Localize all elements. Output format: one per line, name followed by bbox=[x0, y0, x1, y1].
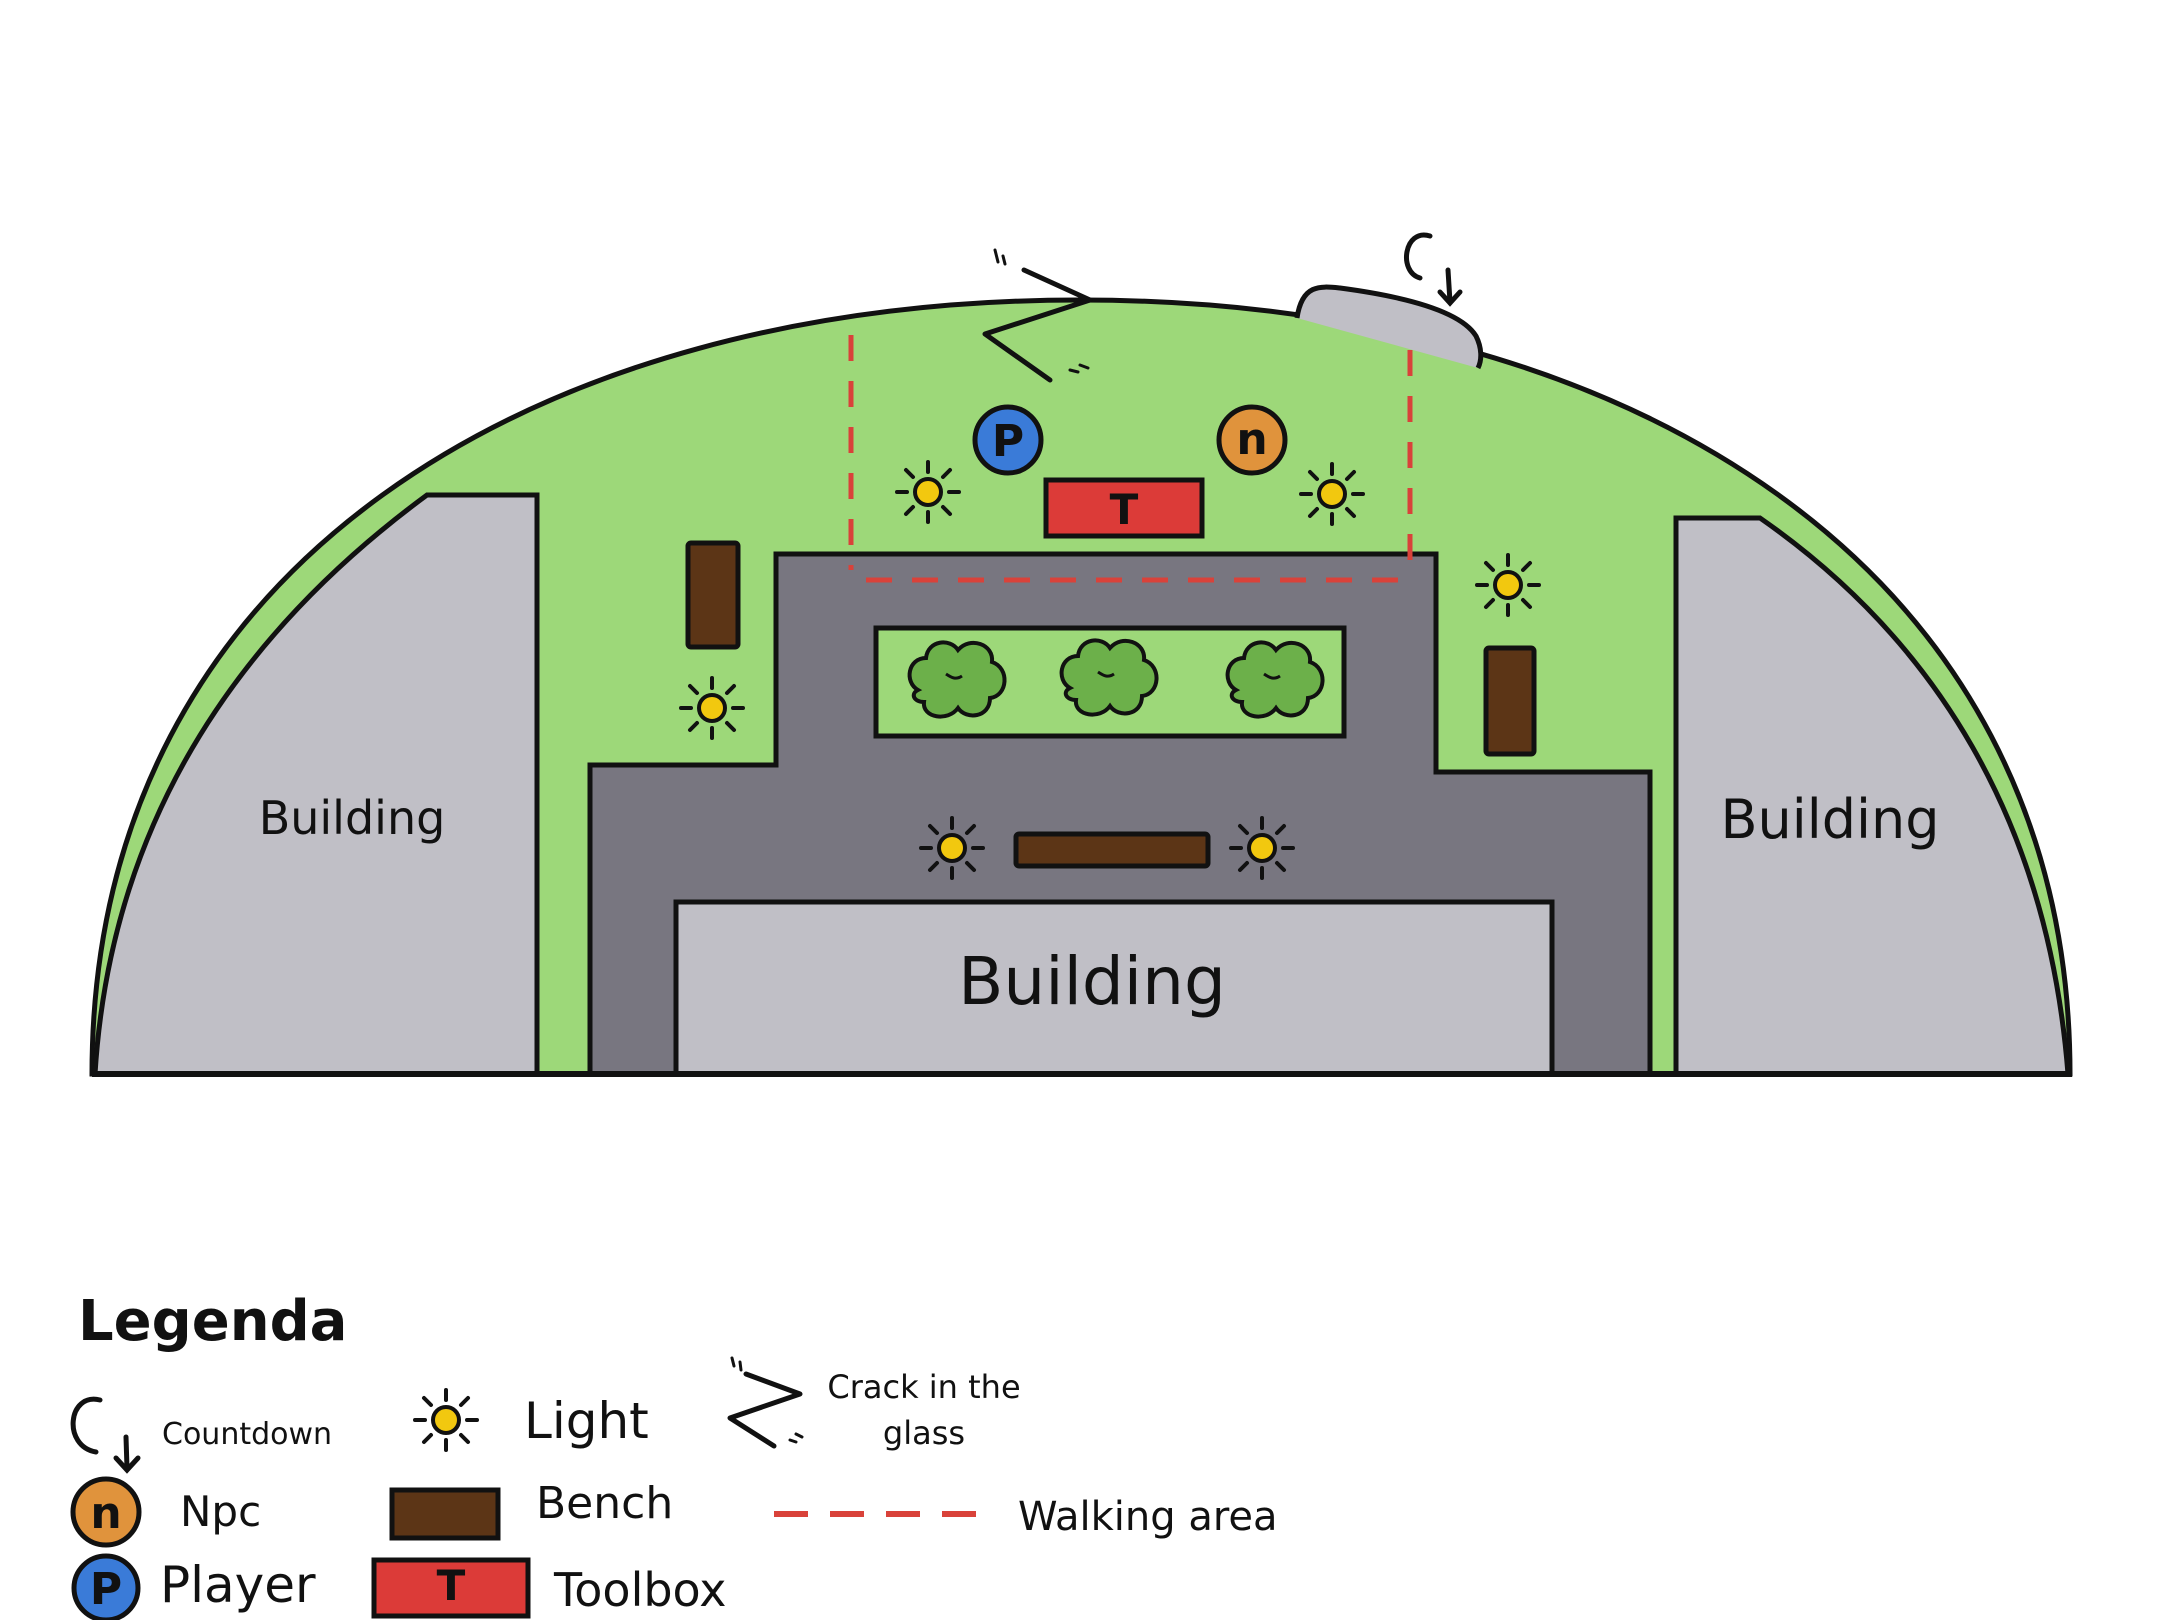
svg-text:P: P bbox=[992, 416, 1024, 467]
light-icon bbox=[413, 1388, 479, 1452]
player-marker: P bbox=[972, 404, 1044, 476]
legend-crack-label-2: glass bbox=[883, 1414, 965, 1452]
svg-text:n: n bbox=[90, 1488, 121, 1539]
crack-icon bbox=[727, 1356, 804, 1449]
light-3 bbox=[1475, 553, 1541, 617]
legend-crack-label-1: Crack in the bbox=[827, 1368, 1020, 1406]
svg-text:P: P bbox=[90, 1564, 122, 1615]
bench-icon bbox=[389, 1487, 501, 1541]
light-1 bbox=[895, 460, 961, 524]
countdown-bump bbox=[1294, 284, 1484, 370]
legend-player-label: Player bbox=[160, 1556, 316, 1614]
building-center-label: Building bbox=[958, 943, 1226, 1020]
legend-title: Legenda bbox=[78, 1289, 347, 1354]
svg-text:n: n bbox=[1236, 414, 1267, 465]
building-left bbox=[92, 492, 540, 1077]
legend-toolbox-label: Toolbox bbox=[553, 1563, 727, 1617]
light-4 bbox=[679, 676, 745, 740]
light-2 bbox=[1299, 462, 1365, 526]
bench-left bbox=[685, 540, 741, 650]
building-right-label: Building bbox=[1720, 788, 1939, 851]
npc-marker: n bbox=[1216, 404, 1288, 476]
crack-marker bbox=[982, 248, 1093, 383]
svg-text:T: T bbox=[437, 1561, 466, 1610]
countdown-icon bbox=[70, 1396, 141, 1474]
bench-right bbox=[1483, 645, 1537, 757]
player-icon: P bbox=[71, 1553, 141, 1620]
walking-area bbox=[848, 335, 1413, 583]
toolbox bbox=[1043, 477, 1205, 539]
legend-bench-label: Bench bbox=[536, 1478, 673, 1529]
building-left-label: Building bbox=[259, 791, 446, 845]
legend-light-label: Light bbox=[524, 1392, 649, 1450]
legend-walking-label: Walking area bbox=[1018, 1494, 1278, 1540]
legend-countdown-label: Countdown bbox=[162, 1417, 332, 1452]
light-6 bbox=[1229, 816, 1295, 880]
npc-icon: n bbox=[70, 1476, 142, 1548]
toolbox-icon: T bbox=[371, 1557, 531, 1619]
building-right bbox=[1673, 515, 2071, 1077]
building-center bbox=[673, 899, 1555, 1077]
toolbox-letter: T bbox=[1110, 485, 1139, 534]
bench-road bbox=[1013, 831, 1211, 869]
light-5 bbox=[919, 816, 985, 880]
legend-npc-label: Npc bbox=[180, 1487, 261, 1536]
countdown-marker bbox=[1404, 232, 1463, 307]
